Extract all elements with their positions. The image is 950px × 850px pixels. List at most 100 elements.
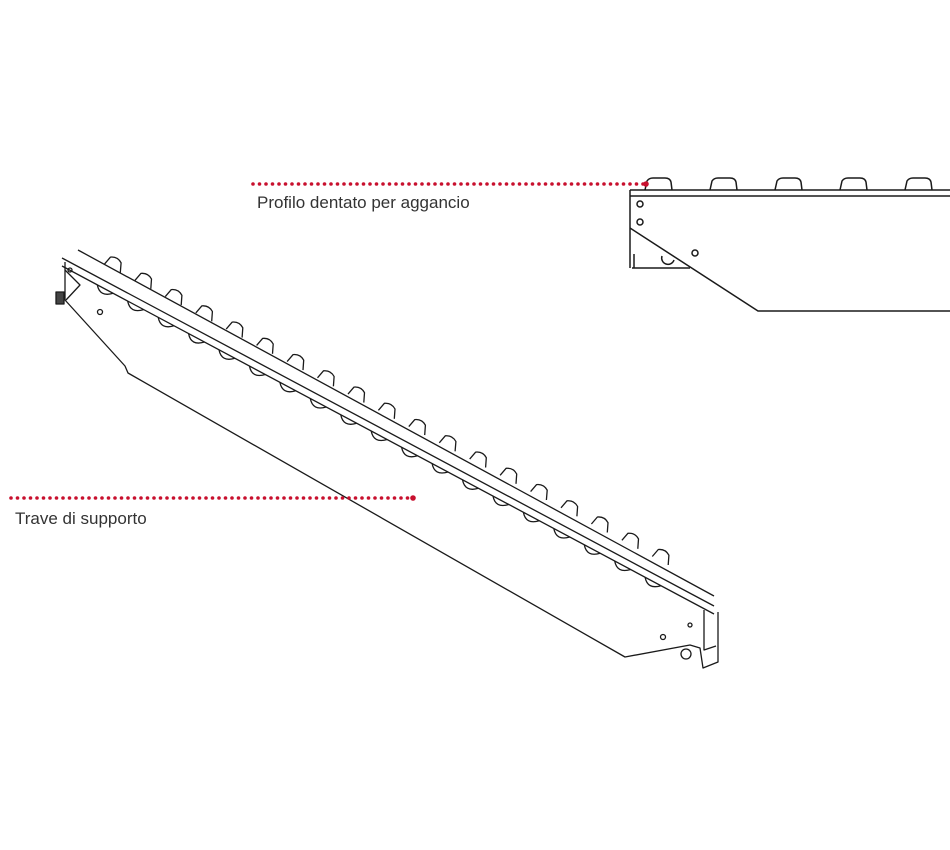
leader-dot [379,496,384,500]
leader-dot [290,182,294,186]
lower-tooth [370,430,388,442]
leader-dot [178,496,182,500]
leader-dot [316,182,320,186]
lower-tooth [400,447,418,458]
leader-dot [22,496,26,500]
leader-endpoint [410,495,416,501]
leader-dot [556,182,561,186]
leader-dot [251,182,255,186]
lower-tooth [309,398,327,409]
leader-dot [106,496,111,500]
leader-dot [361,182,366,186]
leader-dot [524,182,528,186]
leader-dot [491,182,496,186]
leader-dot [399,496,403,500]
leader-dot [381,182,385,186]
leader-dot [595,182,600,186]
lower-tooth [127,300,144,312]
leader-dot [223,496,228,500]
leader-dot [217,496,221,500]
leader-dot [48,496,52,500]
leader-dot [329,182,333,186]
leader-dot [54,496,59,500]
inset-tooth [774,177,803,191]
tooth [195,305,214,322]
leader-dot [321,496,325,500]
lower-tooth [644,577,662,588]
leader-dot [615,182,619,186]
leader-dot [257,182,262,186]
inset-tooth [709,177,738,191]
leader-dot [334,496,338,500]
leader-dot [28,496,33,500]
lower-tooth [553,528,570,539]
leader-dot [210,496,215,500]
leader-dot [563,182,567,186]
leader-dot [550,182,554,186]
tooth [560,500,579,517]
leader-dot [498,182,502,186]
tooth [590,516,609,533]
leader-dot [100,496,104,500]
leader-dot [511,182,515,186]
leader-dot [340,496,345,500]
leader-dot [485,182,489,186]
leader-dot [262,496,267,500]
leader-dot [387,182,392,186]
lower-tooth [279,382,296,393]
leader-dot [335,182,340,186]
leader-dot [35,496,39,500]
leader-dot [296,182,301,186]
lower-tooth [522,512,540,523]
leader-dot [191,496,195,500]
leader-dot [589,182,593,186]
leader-dot [446,182,450,186]
leader-dot [283,182,288,186]
leader-dot [347,496,351,500]
tooth [164,288,183,306]
leader-dot [392,496,397,500]
detail-inset-drawing [629,177,950,312]
callout-leader-beam [9,495,416,501]
leader-dot [277,182,281,186]
leader-dot [413,182,418,186]
leader-dot [314,496,319,500]
lower-tooth [614,560,631,572]
leader-dot [282,496,286,500]
leader-dot [249,496,254,500]
leader-dot [459,182,463,186]
leader-dot [269,496,273,500]
lower-tooth [96,284,114,295]
tooth [651,548,670,566]
leader-dot [322,182,327,186]
leader-dot [405,496,410,500]
leader-dot [517,182,522,186]
lower-tooth [187,333,205,344]
lower-tooth [248,365,266,377]
leader-dot [113,496,117,500]
leader-dot [452,182,457,186]
leader-dot [530,182,535,186]
leader-dot [628,182,632,186]
leader-dot [360,496,364,500]
leader-dot [41,496,46,500]
leader-dot [608,182,613,186]
tooth [256,337,274,354]
leader-dot [93,496,98,500]
leader-dot [264,182,268,186]
leader-dot [145,496,150,500]
lower-tooth [157,317,175,328]
tooth [408,418,427,436]
leader-dot [621,182,626,186]
leader-dot [537,182,541,186]
callout-label-profile: Profilo dentato per aggancio [257,193,470,212]
lower-tooth [461,479,479,490]
leader-dot [353,496,358,500]
leader-dot [270,182,275,186]
tooth [104,256,122,273]
leader-dot [433,182,437,186]
leader-dot [126,496,130,500]
leader-dot [275,496,280,500]
lower-tooth [492,495,509,507]
